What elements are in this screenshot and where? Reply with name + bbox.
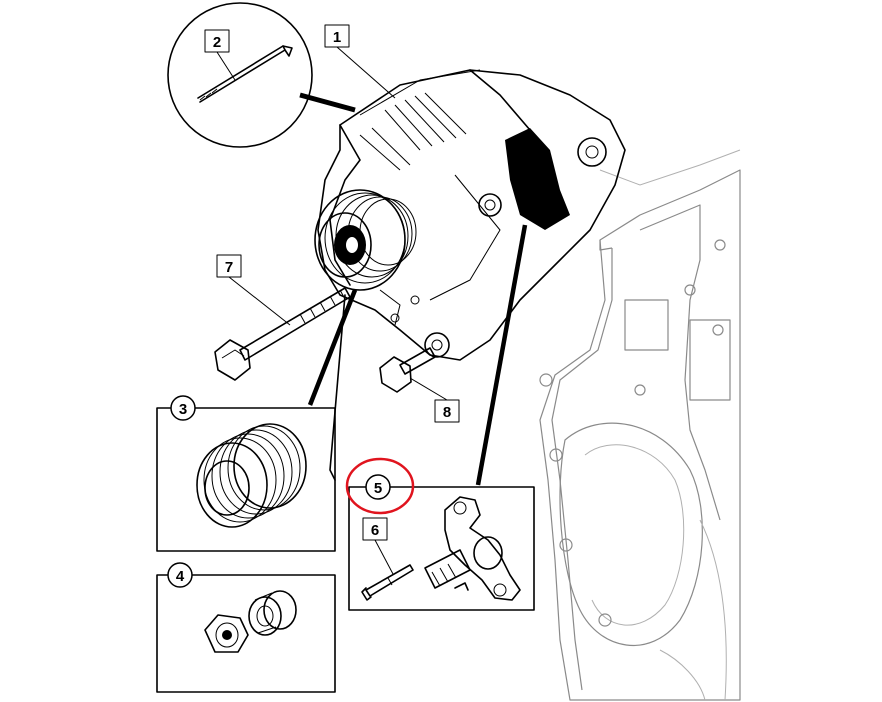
- callout-8: 8: [409, 377, 460, 423]
- callout-5: 5: [365, 474, 391, 500]
- callout-4: 4: [167, 562, 193, 588]
- detail-box-5: [348, 486, 535, 611]
- leader-4: [329, 294, 346, 481]
- callout-2: 2: [204, 29, 236, 81]
- highlight-ring: [345, 457, 415, 515]
- detail-box-3: [156, 407, 336, 552]
- svg-text:3: 3: [179, 401, 187, 418]
- svg-text:2: 2: [213, 34, 221, 51]
- svg-text:1: 1: [333, 29, 341, 46]
- svg-text:4: 4: [176, 568, 185, 585]
- detail-circle-2: [167, 2, 356, 148]
- callout-1: 1: [324, 24, 396, 99]
- engine-block: [539, 149, 741, 701]
- leader-3: [307, 289, 358, 406]
- short-bolt: [379, 347, 436, 393]
- callout-3: 3: [170, 395, 196, 421]
- svg-text:6: 6: [371, 522, 379, 539]
- detail-box-4: [156, 574, 336, 693]
- callout-7: 7: [216, 254, 291, 326]
- callout-6: 6: [362, 517, 394, 575]
- long-bolt: [214, 287, 351, 381]
- svg-text:5: 5: [374, 480, 382, 497]
- leader-5: [475, 224, 528, 486]
- alternator: [314, 69, 626, 361]
- svg-text:7: 7: [225, 259, 233, 276]
- svg-text:8: 8: [443, 404, 451, 421]
